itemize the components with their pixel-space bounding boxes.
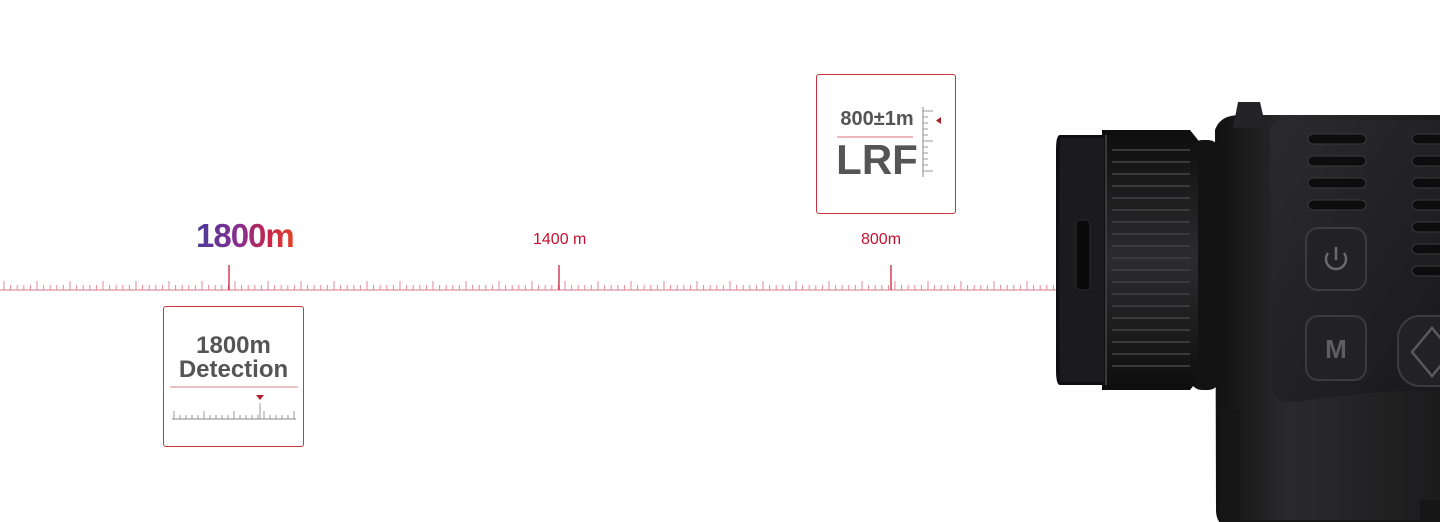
lrf-label: LRF xyxy=(836,136,918,183)
marker-label-800: 800m xyxy=(861,231,902,248)
lrf-mini-scale xyxy=(837,107,941,177)
lrf-accuracy-value: 800±1m xyxy=(840,108,914,130)
nav-arrow-icon xyxy=(1410,326,1440,378)
menu-m-icon: M xyxy=(1325,334,1347,364)
power-icon xyxy=(1324,247,1348,271)
detection-callout: 1800m Detection xyxy=(163,306,304,447)
detection-range-value: 1800m xyxy=(196,332,271,359)
detection-pointer-icon xyxy=(256,395,264,400)
distance-ruler xyxy=(0,265,1060,291)
detection-label: Detection xyxy=(178,356,289,383)
menu-button[interactable]: M xyxy=(1305,315,1367,381)
headline-distance: 1800m xyxy=(196,217,295,254)
thermal-monocular-device: M xyxy=(1056,102,1440,522)
lrf-callout: 800±1m LRF xyxy=(816,74,956,214)
nav-button[interactable] xyxy=(1397,315,1440,387)
detection-mini-scale xyxy=(170,386,298,420)
power-button[interactable] xyxy=(1305,227,1367,291)
lrf-pointer-icon xyxy=(936,117,941,124)
marker-label-1400: 1400 m xyxy=(533,231,587,248)
